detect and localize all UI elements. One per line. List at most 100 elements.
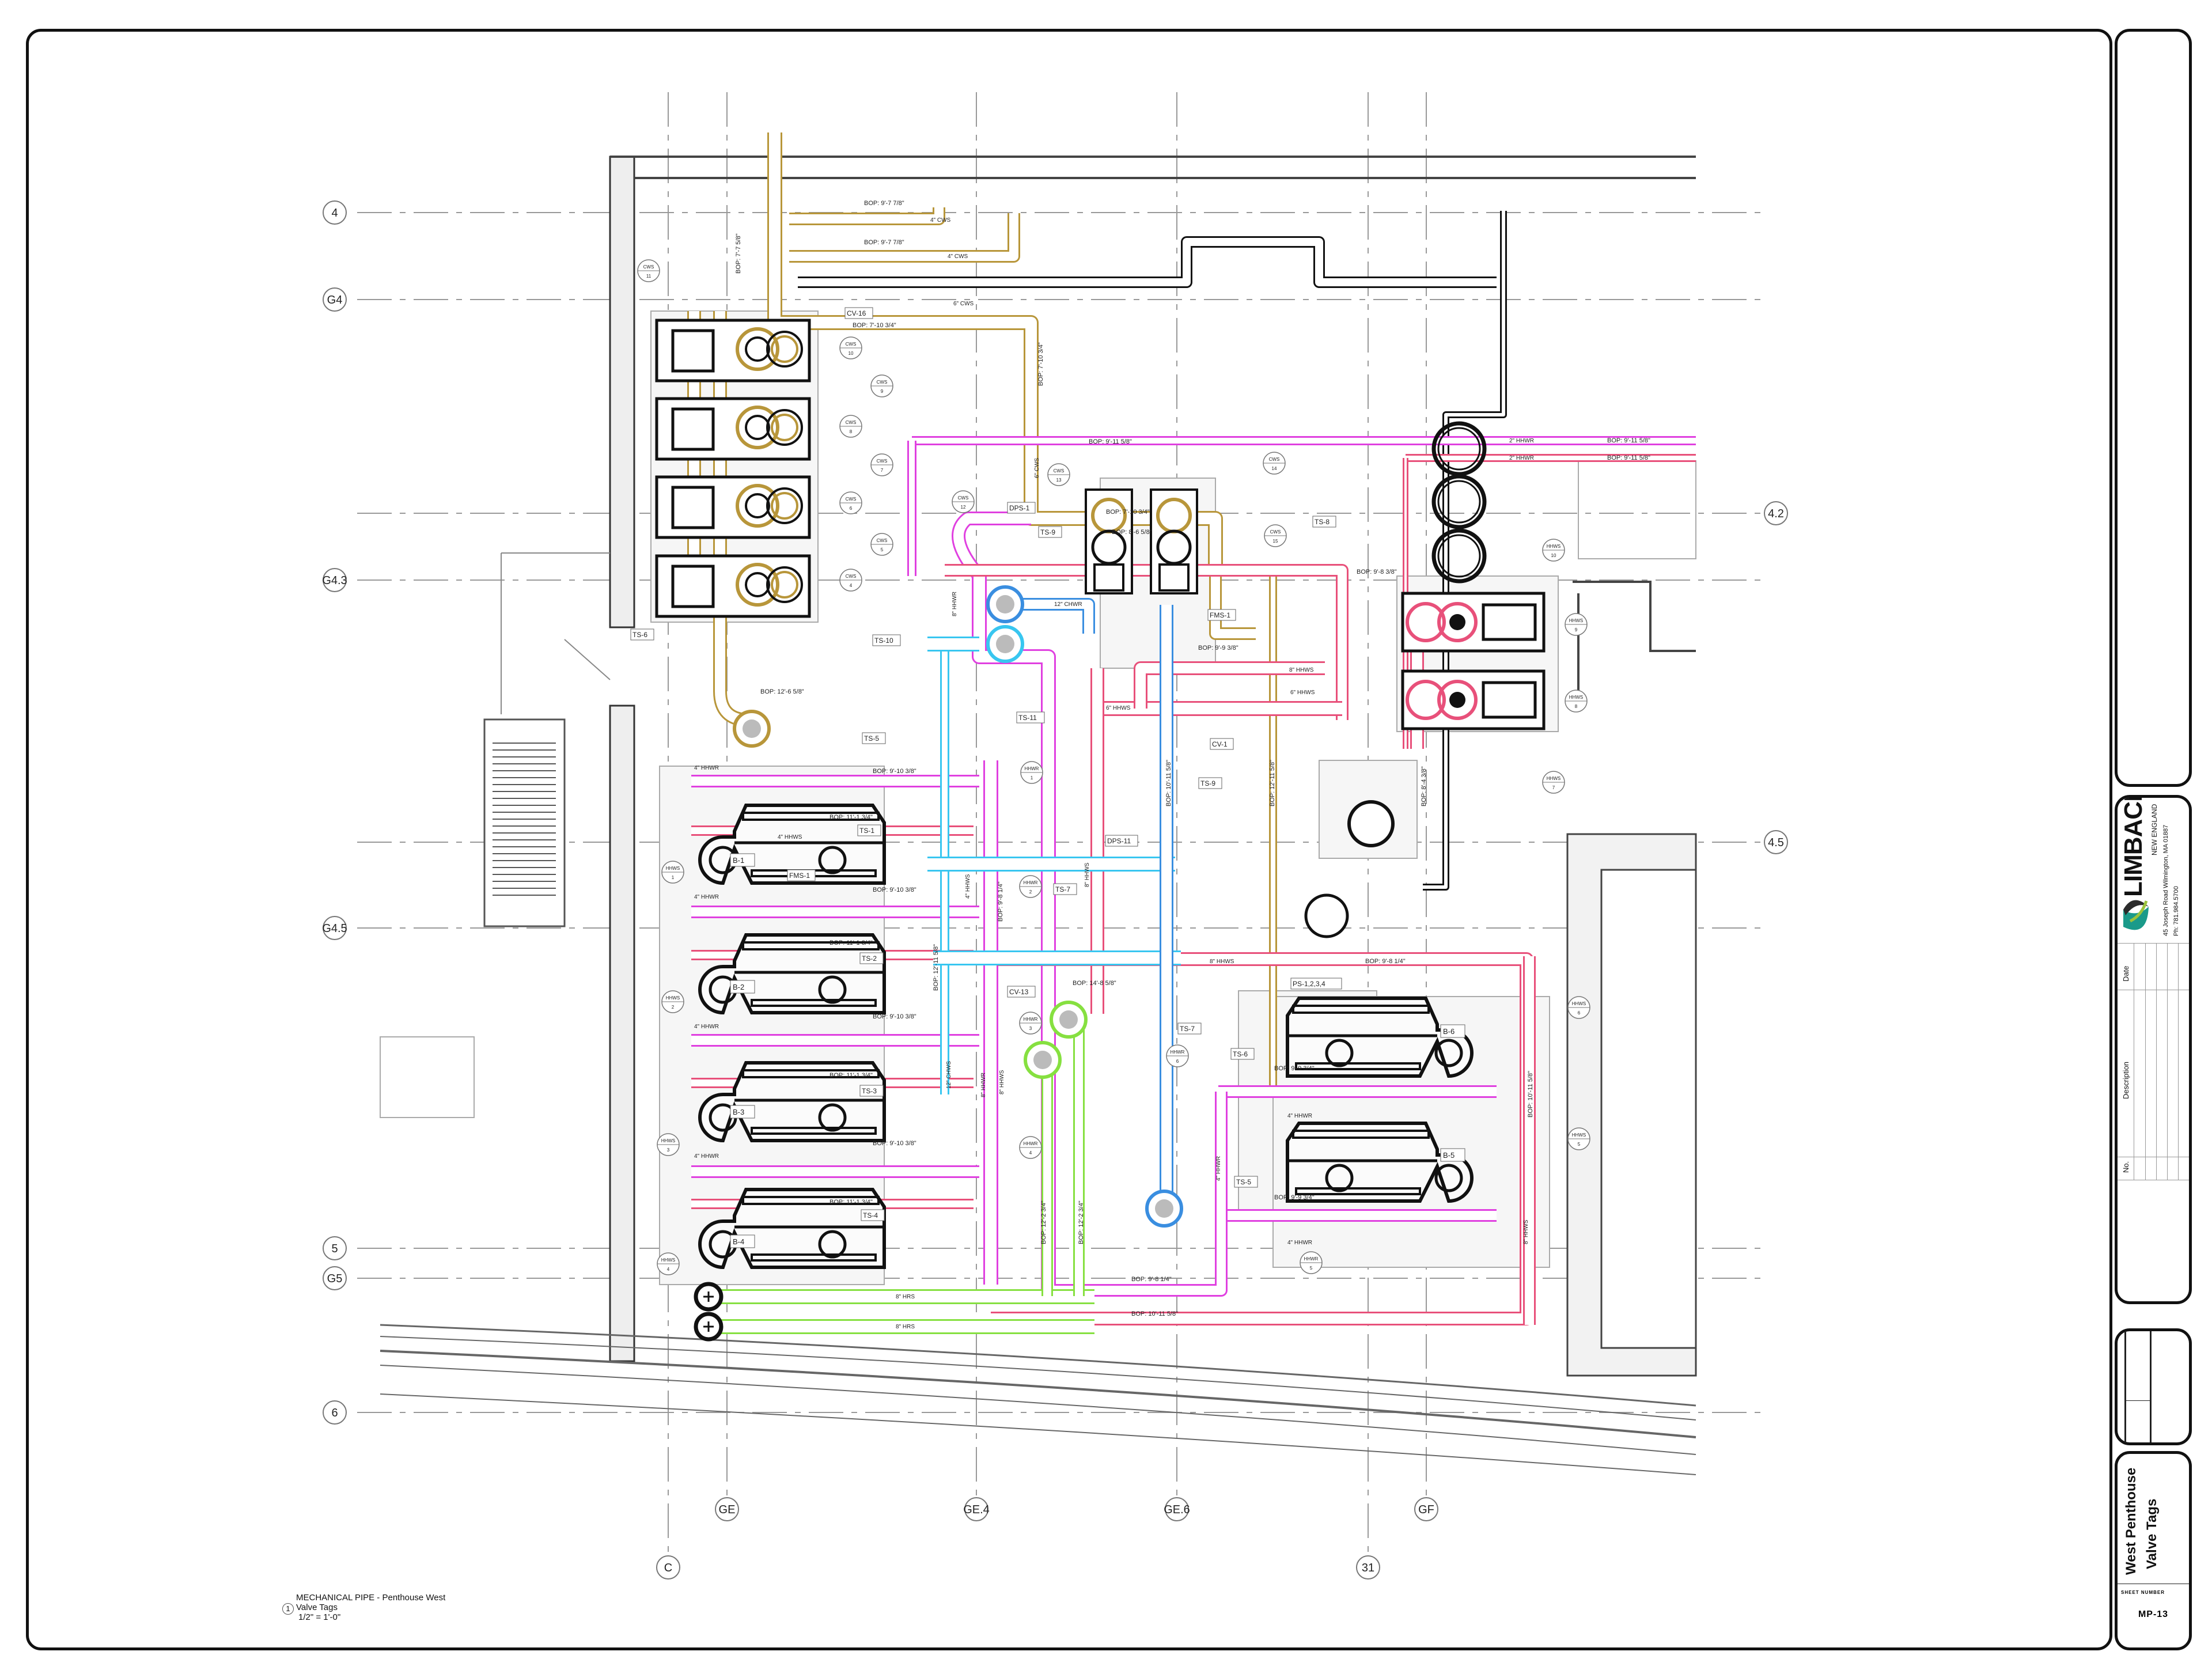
- pump-volute: [745, 493, 770, 518]
- title-block-stamp: [2115, 1328, 2192, 1445]
- circle-tag-system: HHWR: [1025, 766, 1039, 771]
- grid-label-G4.3: G4.3: [322, 574, 347, 587]
- grid-label-C: C: [664, 1562, 672, 1574]
- bop-label: BOP: 10'-11 5/8": [1131, 1310, 1178, 1317]
- grid-label-4: 4: [331, 207, 338, 219]
- circle-tag-system: CWS: [1054, 468, 1065, 474]
- valve-tag-box: [1105, 835, 1138, 847]
- circle-tag-number: 9: [1575, 627, 1578, 632]
- circle-tag-number: 14: [1272, 466, 1277, 471]
- pump-volute: [745, 572, 770, 597]
- bop-label: BOP: 9'-9 3/8": [1198, 645, 1238, 652]
- pipe-size-label: 4" HHWS: [778, 834, 802, 840]
- pump-motor: [671, 407, 715, 451]
- valve-tag: TS-7: [1055, 885, 1070, 893]
- pipe-riser: [996, 595, 1014, 613]
- circle-tag-system: CWS: [877, 459, 888, 464]
- pump-flange: [766, 566, 803, 603]
- circle-tag-number: 7: [1552, 785, 1555, 790]
- company-region: NEW ENGLAND: [2150, 804, 2158, 855]
- pipe-size-label: 4" HHWR: [694, 894, 719, 900]
- grid-label-G4: G4: [327, 294, 343, 306]
- circle-tag-number: 3: [1029, 1026, 1032, 1031]
- valve-tag-box: [862, 732, 886, 744]
- circle-tag-system: CWS: [1270, 529, 1281, 535]
- bop-label: BOP: 9'-8 3/8": [1357, 569, 1397, 575]
- pump-motor: [1482, 603, 1537, 641]
- pipe-size-label: 8" HRS: [896, 1324, 915, 1330]
- company-phone: Ph: 781.984.5700: [2173, 886, 2180, 936]
- pipe-riser: [1155, 1199, 1173, 1218]
- grid-label-GE: GE: [719, 1503, 736, 1516]
- valve-tag-box: [857, 824, 881, 836]
- valve-tag: PS-1,2,3,4: [1293, 980, 1325, 988]
- pipe-size-label: 4" HHWR: [694, 765, 719, 771]
- boiler-bar: [751, 999, 877, 1007]
- valve-tag: DPS-11: [1107, 837, 1131, 845]
- pump-flange: [766, 487, 803, 524]
- circle-tag-system: HHWS: [1572, 1132, 1586, 1138]
- valve-tag-box: [630, 628, 654, 641]
- bop-label: BOP: 9'-9 3/4": [1274, 1065, 1315, 1072]
- valve-tag: FMS-1: [1210, 611, 1230, 619]
- circle-tag-number: 3: [667, 1147, 670, 1153]
- pump-volute: [1437, 602, 1478, 642]
- grid-bubble: [1356, 1555, 1380, 1580]
- pump-motor: [1093, 563, 1124, 592]
- valve-tag-box: [1210, 738, 1234, 750]
- circle-tag-number: 2: [672, 1005, 675, 1010]
- circle-tag-number: 15: [1273, 539, 1278, 544]
- wall: [609, 704, 635, 1362]
- bop-label: BOP: 9'-10 3/8": [873, 887, 916, 893]
- circle-tag-number: 1: [672, 875, 675, 880]
- grid-bubble: [964, 1497, 988, 1521]
- valve-tag: TS-3: [862, 1087, 877, 1095]
- pipe-size-label: 4" HHWR: [1287, 1113, 1312, 1119]
- pump-hub: [1449, 692, 1465, 708]
- circle-tag-system: HHWR: [1171, 1050, 1185, 1055]
- tank: [1437, 427, 1481, 471]
- wall: [609, 156, 635, 628]
- pump-flange: [771, 335, 798, 363]
- boiler-bar: [1292, 1130, 1430, 1139]
- title-block-top: [2115, 29, 2192, 787]
- pump-unit: [655, 319, 811, 382]
- pump-volute: [736, 327, 779, 371]
- valve-tag: TS-2: [862, 955, 877, 963]
- valve-tag: TS-1: [859, 827, 874, 835]
- grid-bubble: [323, 287, 347, 312]
- circle-tag-system: CWS: [846, 574, 857, 579]
- bop-label-vertical: BOP: 7'-10 3/4": [1037, 342, 1044, 386]
- valve-tag-box: [859, 1085, 884, 1097]
- pipe-riser: [743, 719, 761, 738]
- parapet-line: [380, 1393, 1696, 1475]
- sheet-number-label: SHEET NUMBER: [2121, 1590, 2165, 1595]
- grid-label-GE.4: GE.4: [963, 1503, 990, 1516]
- circle-tag-number: 6: [850, 506, 853, 511]
- valve-tag-box: [787, 869, 816, 881]
- circle-tag-number: 13: [1056, 478, 1062, 483]
- grid-label-G4.5: G4.5: [322, 922, 347, 935]
- pipe-size-label: 4" CWS: [930, 217, 951, 224]
- hhws-pipe-core: [1135, 663, 1325, 709]
- bop-label-vertical: BOP: 10'-11 5/8": [1165, 760, 1172, 806]
- grid-label-GE.6: GE.6: [1164, 1503, 1190, 1516]
- valve-tag-box: [1290, 978, 1342, 990]
- pipe-size-label: 4" HHWR: [694, 1153, 719, 1160]
- pump-unit: [1150, 488, 1198, 594]
- tank: [1431, 474, 1487, 529]
- bop-label: BOP: 11'-1 3/4": [830, 940, 873, 946]
- pump-volute: [745, 415, 770, 440]
- circle-tag-number: 4: [1029, 1150, 1032, 1156]
